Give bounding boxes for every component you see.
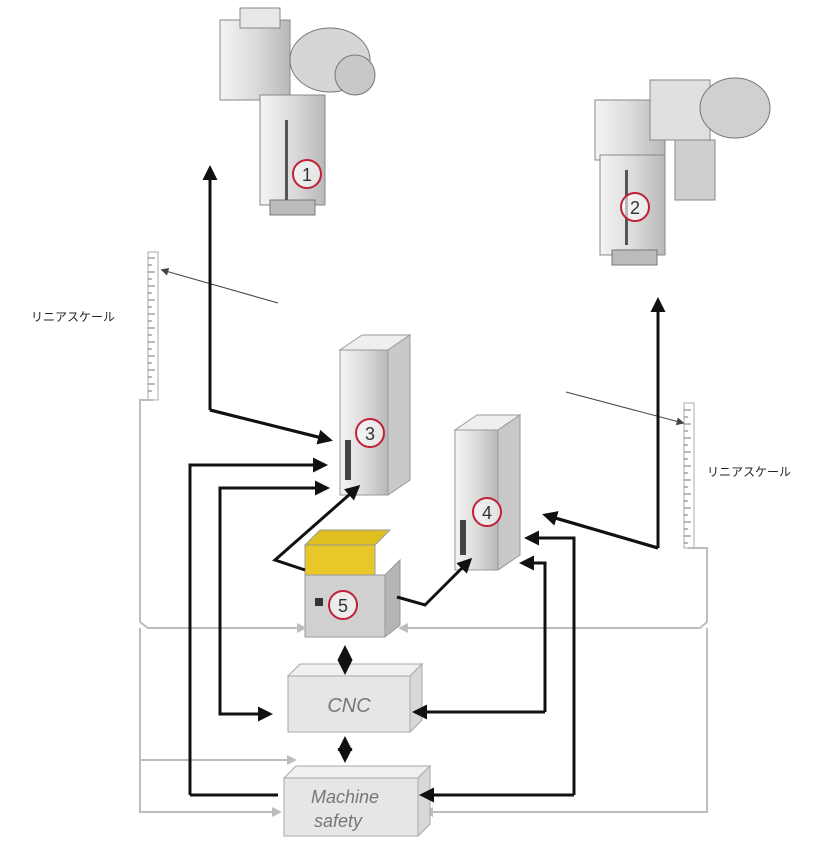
- linear-scale-right: [684, 403, 694, 548]
- safety-module-5-image: [305, 530, 400, 637]
- drive-3-image: [340, 335, 410, 495]
- machine-safety-label-2: safety: [314, 811, 363, 831]
- marker-3: 3: [356, 419, 384, 447]
- linear-scale-label-left: リニアスケール: [31, 308, 115, 325]
- marker-4: 4: [473, 498, 501, 526]
- machine-safety-label-1: Machine: [311, 787, 379, 807]
- marker-2: 2: [621, 193, 649, 221]
- linear-scale-label-right: リニアスケール: [707, 463, 791, 480]
- marker-1: 1: [293, 160, 321, 188]
- linear-scale-left: [148, 252, 158, 400]
- marker-3-label: 3: [365, 424, 375, 444]
- cnc-box: CNC: [288, 664, 422, 732]
- marker-1-label: 1: [302, 165, 312, 185]
- marker-4-label: 4: [482, 503, 492, 523]
- marker-5: 5: [329, 591, 357, 619]
- machine-safety-box: Machine safety: [284, 766, 430, 836]
- scale-right-pointer: [566, 392, 683, 423]
- drive-4-image: [455, 415, 520, 570]
- scale-left-pointer: [162, 270, 278, 303]
- marker-2-label: 2: [630, 198, 640, 218]
- motor-2-image: [595, 78, 770, 265]
- connection-lines: [190, 168, 658, 795]
- cnc-label: CNC: [327, 695, 371, 717]
- marker-5-label: 5: [338, 596, 348, 616]
